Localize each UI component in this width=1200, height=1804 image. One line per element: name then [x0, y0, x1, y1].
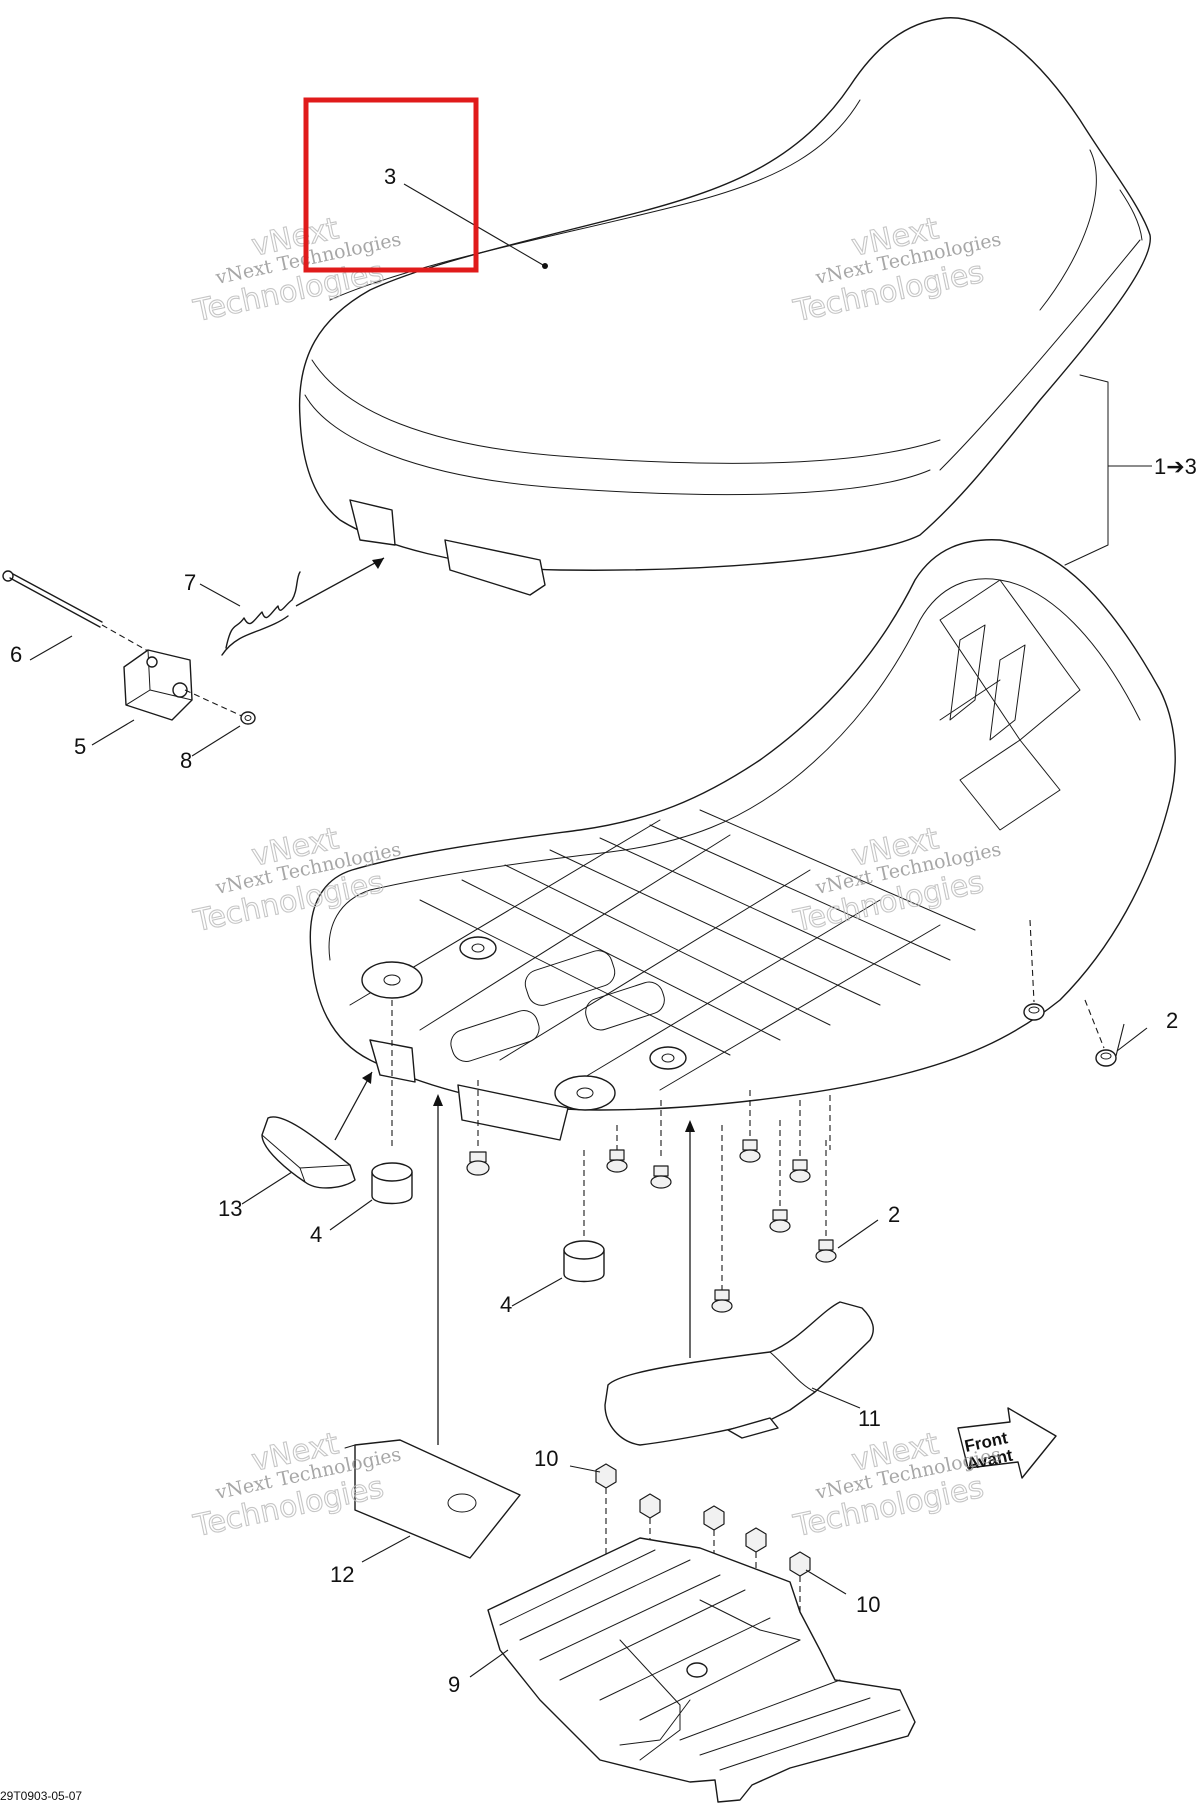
callout-2-lower: 2 — [888, 1202, 900, 1227]
group-bracket — [1064, 374, 1152, 566]
callout-12: 12 — [330, 1562, 354, 1587]
skid-plate — [487, 1537, 916, 1803]
side-pad — [604, 1301, 874, 1446]
drawing-code: 29T0903-05-07 — [0, 1789, 82, 1803]
callout-4-left: 4 — [310, 1222, 322, 1247]
front-direction-sign: Front Avant — [957, 1407, 1057, 1479]
seat-cover — [298, 17, 1151, 596]
callout-13: 13 — [218, 1196, 242, 1221]
callout-4-center: 4 — [500, 1292, 512, 1317]
highlight-box — [303, 97, 479, 273]
rivets — [391, 1000, 837, 1313]
callout-10-right: 10 — [856, 1592, 880, 1617]
callout-11: 11 — [858, 1406, 881, 1431]
callout-8: 8 — [180, 748, 192, 773]
callout-6: 6 — [10, 642, 22, 667]
callout-3: 3 — [384, 164, 396, 189]
foam-strip — [344, 1439, 521, 1559]
cage-nuts — [371, 1150, 605, 1283]
callout-2-upper: 2 — [1166, 1008, 1178, 1033]
callout-9: 9 — [448, 1672, 460, 1697]
callout-10-left: 10 — [534, 1446, 558, 1471]
callout-7: 7 — [184, 570, 196, 595]
hinge-hardware — [2, 570, 301, 725]
assembly-arrow — [295, 557, 385, 607]
callout-1-to-3: 1➔3 — [1154, 454, 1197, 479]
callout-labels: 3 1➔3 7 6 5 8 2 2 13 4 4 11 10 10 12 9 — [10, 164, 1197, 1697]
callout-5: 5 — [74, 734, 86, 759]
seat-base — [309, 539, 1176, 1141]
grommets — [1023, 919, 1117, 1067]
bumper-block — [261, 1116, 356, 1189]
